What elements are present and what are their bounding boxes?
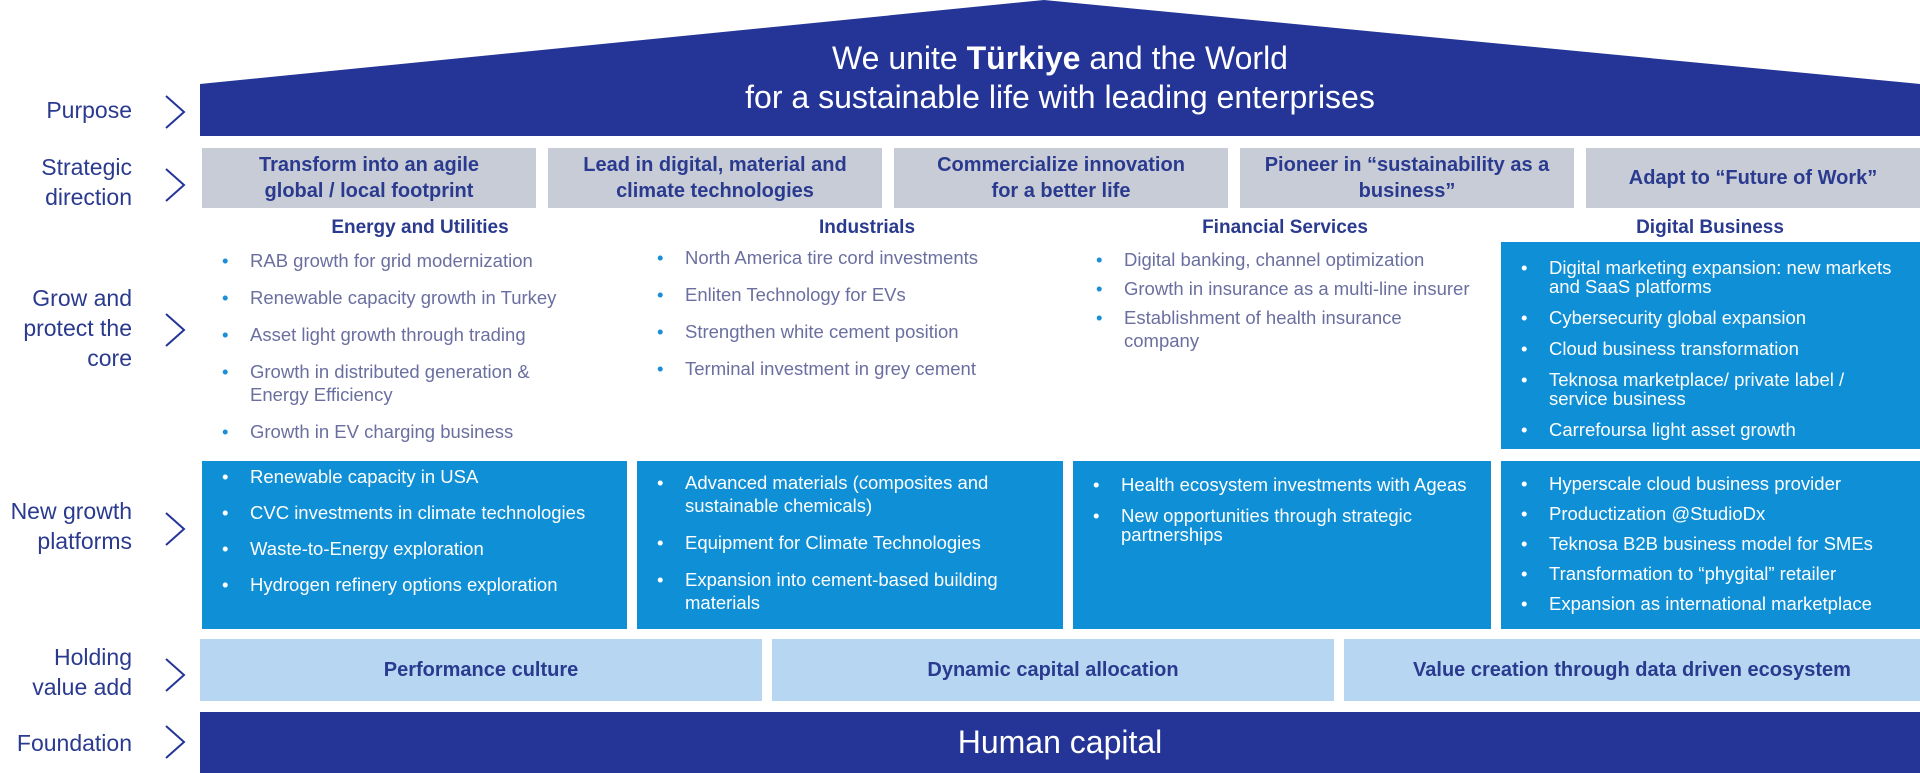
list-item: Growth in distributed generation & Energ…: [220, 360, 590, 406]
chevron-right-icon: [165, 313, 186, 347]
list-item: Asset light growth through trading: [220, 323, 590, 346]
list-item: Growth in EV charging business: [220, 420, 590, 443]
core-column-title: Digital Business: [1636, 217, 1784, 238]
list-item: Advanced materials (composites and susta…: [655, 471, 1050, 517]
growth-box-digital: Hyperscale cloud business provider Produ…: [1501, 461, 1920, 629]
list-item: Digital marketing expansion: new markets…: [1519, 258, 1899, 296]
list-item: Cybersecurity global expansion: [1519, 308, 1899, 327]
chevron-right-icon: [165, 95, 186, 129]
list-item: Productization @StudioDx: [1519, 502, 1914, 525]
purpose-line-2: for a sustainable life with leading ente…: [745, 79, 1375, 115]
row-label-holding-value: Holding value add: [32, 644, 132, 700]
list-item: Hyperscale cloud business provider: [1519, 472, 1914, 495]
list-item: Transformation to “phygital” retailer: [1519, 562, 1914, 585]
list-item: Expansion as international marketplace: [1519, 592, 1914, 615]
list-item: North America tire cord investments: [655, 246, 1075, 269]
row-label-purpose: Purpose: [46, 97, 132, 123]
list-item: Renewable capacity growth in Turkey: [220, 286, 590, 309]
growth-box-energy: Renewable capacity in USA CVC investment…: [202, 461, 627, 629]
list-item: Digital banking, channel optimization: [1094, 248, 1474, 271]
row-label-grow-core: Grow and protect the core: [23, 285, 132, 371]
holding-box-1: Performance culture: [200, 639, 762, 701]
core-column-title: Energy and Utilities: [331, 217, 509, 238]
chevron-right-icon: [165, 512, 186, 546]
holding-box-3: Value creation through data driven ecosy…: [1344, 639, 1920, 701]
purpose-line-1: We unite Türkiye and the World: [832, 40, 1288, 76]
list-item: Growth in insurance as a multi-line insu…: [1094, 277, 1474, 300]
list-item: Renewable capacity in USA: [220, 465, 610, 488]
row-label-strategic-direction: Strategic direction: [41, 154, 132, 210]
core-column-title: Financial Services: [1202, 217, 1368, 238]
holding-box-2: Dynamic capital allocation: [772, 639, 1334, 701]
strategic-box-5: Adapt to “Future of Work”: [1586, 148, 1920, 208]
list-item: Establishment of health insurance compan…: [1094, 306, 1474, 352]
list-item: Cloud business transformation: [1519, 339, 1899, 358]
brand-name: Türkiye: [966, 40, 1081, 76]
list-item: Equipment for Climate Technologies: [655, 531, 1050, 554]
core-list-energy: RAB growth for grid modernization Renewa…: [220, 249, 590, 457]
growth-box-industrials: Advanced materials (composites and susta…: [637, 461, 1063, 629]
chevron-right-icon: [165, 168, 186, 202]
growth-box-financial: Health ecosystem investments with Ageas …: [1073, 461, 1491, 629]
growth-list-industrials: Advanced materials (composites and susta…: [655, 471, 1050, 628]
growth-list-digital: Hyperscale cloud business provider Produ…: [1519, 472, 1914, 629]
list-item: Teknosa B2B business model for SMEs: [1519, 532, 1914, 555]
list-item: Expansion into cement-based building mat…: [655, 568, 1050, 614]
chevron-right-icon: [165, 725, 186, 759]
list-item: Teknosa marketplace/ private label / ser…: [1519, 370, 1899, 408]
list-item: Waste-to-Energy exploration: [220, 537, 610, 560]
list-item: Hydrogen refinery options exploration: [220, 573, 610, 596]
foundation-bar: Human capital: [200, 712, 1920, 773]
core-digital-box: Digital marketing expansion: new markets…: [1501, 242, 1920, 449]
row-label-new-growth: New growth platforms: [10, 498, 132, 554]
list-item: New opportunities through strategic part…: [1091, 506, 1476, 544]
core-list-financial: Digital banking, channel optimization Gr…: [1094, 248, 1474, 366]
list-item: Health ecosystem investments with Ageas: [1091, 475, 1476, 494]
purpose-roof: [200, 0, 1920, 136]
growth-list-financial: Health ecosystem investments with Ageas …: [1091, 475, 1476, 556]
row-label-foundation: Foundation: [16, 730, 132, 756]
list-item: Strengthen white cement position: [655, 320, 1075, 343]
list-item: Carrefoursa light asset growth: [1519, 420, 1899, 439]
list-item: RAB growth for grid modernization: [220, 249, 590, 272]
list-item: Terminal investment in grey cement: [655, 357, 1075, 380]
chevron-right-icon: [165, 658, 186, 692]
list-item: Enliten Technology for EVs: [655, 283, 1075, 306]
growth-list-energy: Renewable capacity in USA CVC investment…: [220, 465, 610, 610]
core-column-title: Industrials: [818, 217, 916, 238]
core-list-digital: Digital marketing expansion: new markets…: [1519, 258, 1899, 451]
core-list-industrials: North America tire cord investments Enli…: [655, 246, 1075, 394]
list-item: CVC investments in climate technologies: [220, 501, 610, 524]
